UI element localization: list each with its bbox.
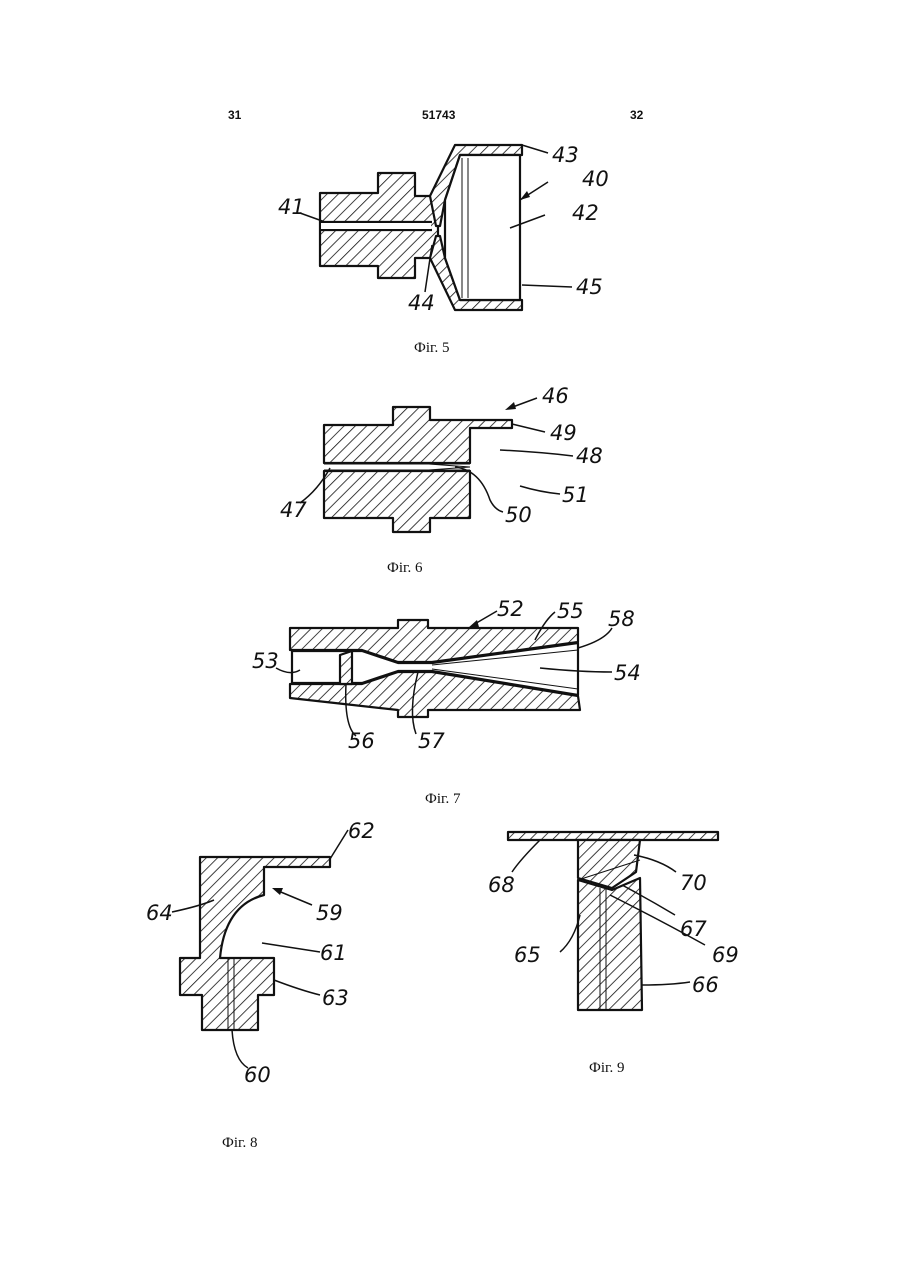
fig8-arrow-59 xyxy=(276,890,312,905)
figure-6: 46 49 48 51 47 50 Фіг. 6 xyxy=(280,384,603,576)
fig9-leader-68 xyxy=(512,840,540,872)
fig5-leader-45 xyxy=(522,285,572,287)
figure-7: 52 55 58 53 54 56 57 Фіг. 7 xyxy=(252,597,641,807)
page-number-left: 31 xyxy=(228,108,242,122)
fig8-body xyxy=(180,857,330,1030)
fig8-leader-61 xyxy=(262,943,320,952)
fig5-ref-43: 43 xyxy=(552,143,579,167)
fig6-leader-49 xyxy=(512,424,545,432)
fig7-arrowhead-52 xyxy=(468,620,479,628)
fig5-ref-44: 44 xyxy=(408,291,435,315)
fig5-ref-45: 45 xyxy=(576,275,603,299)
fig6-ref-47: 47 xyxy=(280,498,307,522)
fig8-caption: Фіг. 8 xyxy=(222,1135,257,1151)
fig6-arrowhead-46 xyxy=(505,402,516,410)
fig9-caption: Фіг. 9 xyxy=(589,1060,624,1076)
fig8-ref-62: 62 xyxy=(348,819,375,843)
fig6-caption: Фіг. 6 xyxy=(387,560,423,576)
fig8-leader-62 xyxy=(330,830,348,859)
fig6-ref-51: 51 xyxy=(562,483,589,507)
fig8-ref-60: 60 xyxy=(244,1063,271,1087)
fig5-arrowhead-40 xyxy=(520,191,530,200)
fig9-ref-65: 65 xyxy=(514,943,541,967)
fig6-leader-48 xyxy=(500,450,573,456)
fig8-ref-59: 59 xyxy=(316,901,343,925)
fig5-ref-42: 42 xyxy=(572,201,599,225)
fig8-arrowhead-59 xyxy=(272,888,283,895)
fig7-ref-52: 52 xyxy=(497,597,524,621)
fig6-body-upper xyxy=(324,407,512,463)
fig5-bore xyxy=(321,223,431,229)
fig7-ref-57: 57 xyxy=(418,729,445,753)
fig6-body-lower xyxy=(324,471,470,532)
fig9-leader-66 xyxy=(642,982,690,985)
fig7-ref-55: 55 xyxy=(557,599,584,623)
fig9-plate xyxy=(508,832,718,840)
fig6-ref-46: 46 xyxy=(542,384,569,408)
fig5-leader-43 xyxy=(522,145,548,153)
fig6-leader-51 xyxy=(520,486,560,494)
fig9-leader-70 xyxy=(634,855,676,872)
fig6-ref-49: 49 xyxy=(550,421,577,445)
figure-9: 68 70 67 65 69 66 Фіг. 9 xyxy=(488,832,739,1076)
document-number: 51743 xyxy=(422,108,456,122)
fig6-ref-50: 50 xyxy=(505,503,532,527)
fig9-ref-66: 66 xyxy=(692,973,719,997)
fig9-ref-68: 68 xyxy=(488,873,515,897)
fig7-ref-53: 53 xyxy=(252,649,279,673)
fig5-ref-41: 41 xyxy=(278,195,305,219)
fig8-ref-61: 61 xyxy=(320,941,347,965)
fig8-leader-63 xyxy=(274,980,320,995)
fig7-ref-56: 56 xyxy=(348,729,375,753)
fig7-ref-54: 54 xyxy=(614,661,641,685)
fig5-ref-40: 40 xyxy=(582,167,609,191)
fig9-ref-67: 67 xyxy=(680,917,707,941)
fig5-chamber xyxy=(445,155,520,300)
fig9-stem xyxy=(578,878,642,1010)
fig7-ref-58: 58 xyxy=(608,607,635,631)
fig7-leader-58 xyxy=(578,628,612,648)
fig6-channel xyxy=(324,463,470,471)
fig7-caption: Фіг. 7 xyxy=(425,791,461,807)
fig7-insert xyxy=(340,651,352,684)
fig9-ref-69: 69 xyxy=(712,943,739,967)
figure-5: 43 40 42 41 44 45 Фіг. 5 xyxy=(278,143,609,356)
fig6-ref-48: 48 xyxy=(576,444,603,468)
fig8-ref-64: 64 xyxy=(146,901,173,925)
figure-8: 62 64 59 61 63 60 Фіг. 8 xyxy=(146,819,375,1151)
fig8-ref-63: 63 xyxy=(322,986,349,1010)
fig9-ref-70: 70 xyxy=(680,871,707,895)
fig5-caption: Фіг. 5 xyxy=(414,340,449,356)
page-number-right: 32 xyxy=(630,108,644,122)
